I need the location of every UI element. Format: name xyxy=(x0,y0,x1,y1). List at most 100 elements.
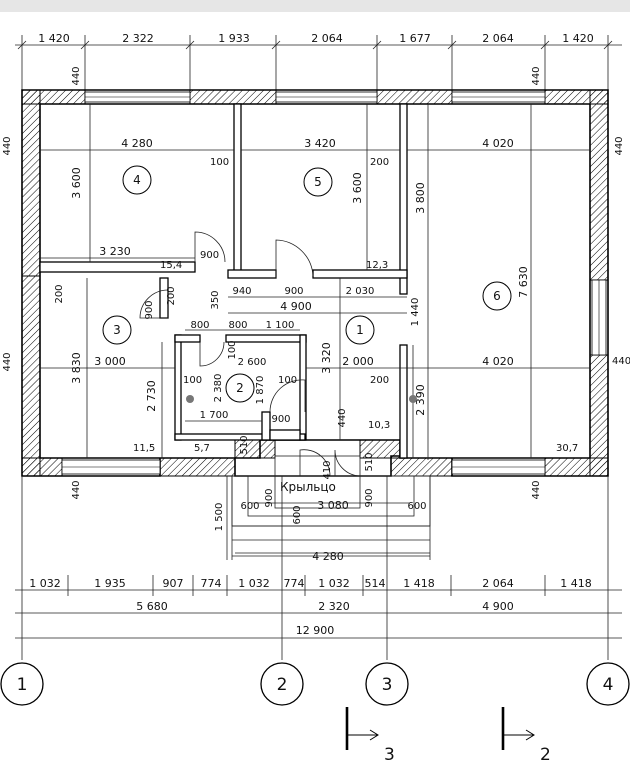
dim-1440: 1 440 xyxy=(410,298,421,327)
dim-bottom-1: 1 032 xyxy=(29,577,61,590)
dim-bottom-7: 1 032 xyxy=(318,577,350,590)
dim-900-a: 900 xyxy=(200,250,219,261)
top-bar xyxy=(0,0,630,12)
dim-440-right-upper: 440 xyxy=(614,136,625,155)
dim-440-left-upper: 440 xyxy=(2,136,13,155)
dim-4280-b: 4 280 xyxy=(312,550,344,563)
wall-hatching xyxy=(21,89,609,477)
area-15-4: 15,4 xyxy=(160,260,182,271)
area-5-7: 5,7 xyxy=(194,443,210,454)
dim-bottom-3: 907 xyxy=(163,577,184,590)
dim-bottom-6: 774 xyxy=(284,577,305,590)
dim-3830: 3 830 xyxy=(70,352,83,384)
dim-2730: 2 730 xyxy=(145,380,158,412)
doors xyxy=(139,231,361,477)
room-tag-3: 3 xyxy=(113,323,121,337)
dim-r6-height-total: 7 630 xyxy=(517,266,530,298)
room-tag-6: 6 xyxy=(493,289,501,303)
room-tags xyxy=(102,165,512,403)
dim-100-a: 100 xyxy=(210,157,229,168)
dim-3230: 3 230 xyxy=(99,245,131,258)
dim-440-b: 440 xyxy=(337,408,348,427)
dim-440-left-lower: 440 xyxy=(2,352,13,371)
dim-1100: 1 100 xyxy=(266,320,295,331)
axis-label-4: 4 xyxy=(603,675,614,695)
porch-label: Крыльцо xyxy=(280,480,336,494)
dim-440-bottom-right: 440 xyxy=(531,480,542,499)
dim-600-c: 600 xyxy=(407,501,426,512)
dim-3000: 3 000 xyxy=(94,355,126,368)
room-tag-1: 1 xyxy=(356,323,364,337)
dim-600-b: 600 xyxy=(292,505,303,524)
dim-top-7: 1 420 xyxy=(562,32,594,45)
dim-2030: 2 030 xyxy=(346,286,375,297)
dim-bottom-total: 12 900 xyxy=(296,624,335,637)
dim-940: 940 xyxy=(232,286,251,297)
dim-350: 350 xyxy=(210,290,221,309)
dim-bottom-11: 1 418 xyxy=(560,577,592,590)
dim-bottom-2: 1 935 xyxy=(94,577,126,590)
area-30-7: 30,7 xyxy=(556,443,578,454)
area-10-3: 10,3 xyxy=(368,420,390,431)
dim-bottom-row2-2: 2 320 xyxy=(318,600,350,613)
dim-bottom-4: 774 xyxy=(201,577,222,590)
dim-3080: 3 080 xyxy=(317,499,349,512)
dim-r6-width-mid: 4 020 xyxy=(482,355,514,368)
dim-top-6: 2 064 xyxy=(482,32,514,45)
axis-label-3: 3 xyxy=(382,675,393,695)
dim-800-b: 800 xyxy=(228,320,247,331)
section-marks xyxy=(345,707,535,750)
axis-label-1: 1 xyxy=(17,675,28,695)
dim-r4-width: 4 280 xyxy=(121,137,153,150)
windows xyxy=(61,91,607,475)
room-tag-4: 4 xyxy=(133,173,141,187)
section-mark-2: 2 xyxy=(540,745,551,765)
dim-r6-height-lower: 2 390 xyxy=(414,384,427,416)
bottom-dimension-chains xyxy=(15,476,622,660)
dim-1870: 1 870 xyxy=(255,376,266,405)
area-11-5: 11,5 xyxy=(133,443,155,454)
dim-top-2: 2 322 xyxy=(122,32,154,45)
dim-900-d: 900 xyxy=(271,414,290,425)
dim-440-top-left: 440 xyxy=(71,66,82,85)
dim-100-d: 100 xyxy=(278,375,297,386)
dim-r5-height: 3 600 xyxy=(351,172,364,204)
fixture-dot-left xyxy=(186,395,194,403)
dim-600-a: 600 xyxy=(240,501,259,512)
dim-bottom-row2-1: 5 680 xyxy=(136,600,168,613)
dim-510-a: 510 xyxy=(239,435,250,454)
section-mark-3: 3 xyxy=(384,745,395,765)
dim-200-d: 200 xyxy=(370,375,389,386)
dim-900-b: 900 xyxy=(284,286,303,297)
dim-900-e: 900 xyxy=(264,488,275,507)
dim-2000: 2 000 xyxy=(342,355,374,368)
dim-bottom-9: 1 418 xyxy=(403,577,435,590)
dim-top-5: 1 677 xyxy=(399,32,431,45)
dim-3320: 3 320 xyxy=(320,342,333,374)
dim-200-c: 200 xyxy=(166,286,177,305)
dim-r5-width: 3 420 xyxy=(304,137,336,150)
top-dimension-chain xyxy=(15,35,622,92)
dim-200-a: 200 xyxy=(370,157,389,168)
dim-bottom-5: 1 032 xyxy=(238,577,270,590)
dim-top-1: 1 420 xyxy=(38,32,70,45)
interior-walls xyxy=(39,103,408,459)
dim-top-4: 2 064 xyxy=(311,32,343,45)
dim-1500: 1 500 xyxy=(214,503,225,532)
dim-410: 410 xyxy=(322,460,333,479)
fixture-dot-right xyxy=(409,395,417,403)
interior-dimension-lines xyxy=(40,104,590,560)
room-tag-2: 2 xyxy=(236,381,244,395)
dim-440-right-lower: 440 xyxy=(612,356,630,367)
dim-1700: 1 700 xyxy=(200,410,229,421)
dim-100-c: 100 xyxy=(183,375,202,386)
porch xyxy=(231,455,431,560)
dim-100-b: 100 xyxy=(227,340,238,359)
dim-440-top-right: 440 xyxy=(531,66,542,85)
dim-bottom-10: 2 064 xyxy=(482,577,514,590)
room-tag-5: 5 xyxy=(314,175,322,189)
dim-900-f: 900 xyxy=(364,488,375,507)
dim-r6-height-upper: 3 800 xyxy=(414,182,427,214)
dim-800-a: 800 xyxy=(190,320,209,331)
